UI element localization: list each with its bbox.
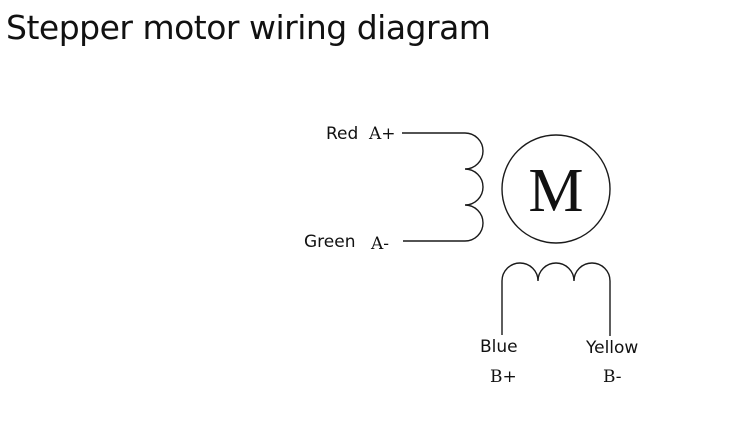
coil-a	[402, 132, 484, 242]
motor-symbol: M	[501, 134, 611, 244]
page-title: Stepper motor wiring diagram	[6, 8, 491, 47]
coil-b	[501, 262, 611, 336]
pin-label-a-plus: A+	[368, 124, 396, 144]
wire-label-green: Green	[304, 232, 355, 252]
pin-label-a-minus: A-	[370, 234, 389, 254]
wire-label-yellow: Yellow	[585, 338, 638, 358]
wire-label-blue: Blue	[480, 337, 518, 357]
pin-label-b-minus: B-	[603, 367, 622, 387]
wire-label-red: Red	[326, 124, 358, 144]
pin-label-b-plus: B+	[490, 367, 517, 387]
motor-letter: M	[528, 157, 583, 225]
coil-a-winding	[464, 132, 484, 242]
motor-circle	[501, 134, 611, 244]
coil-b-winding	[501, 262, 611, 336]
